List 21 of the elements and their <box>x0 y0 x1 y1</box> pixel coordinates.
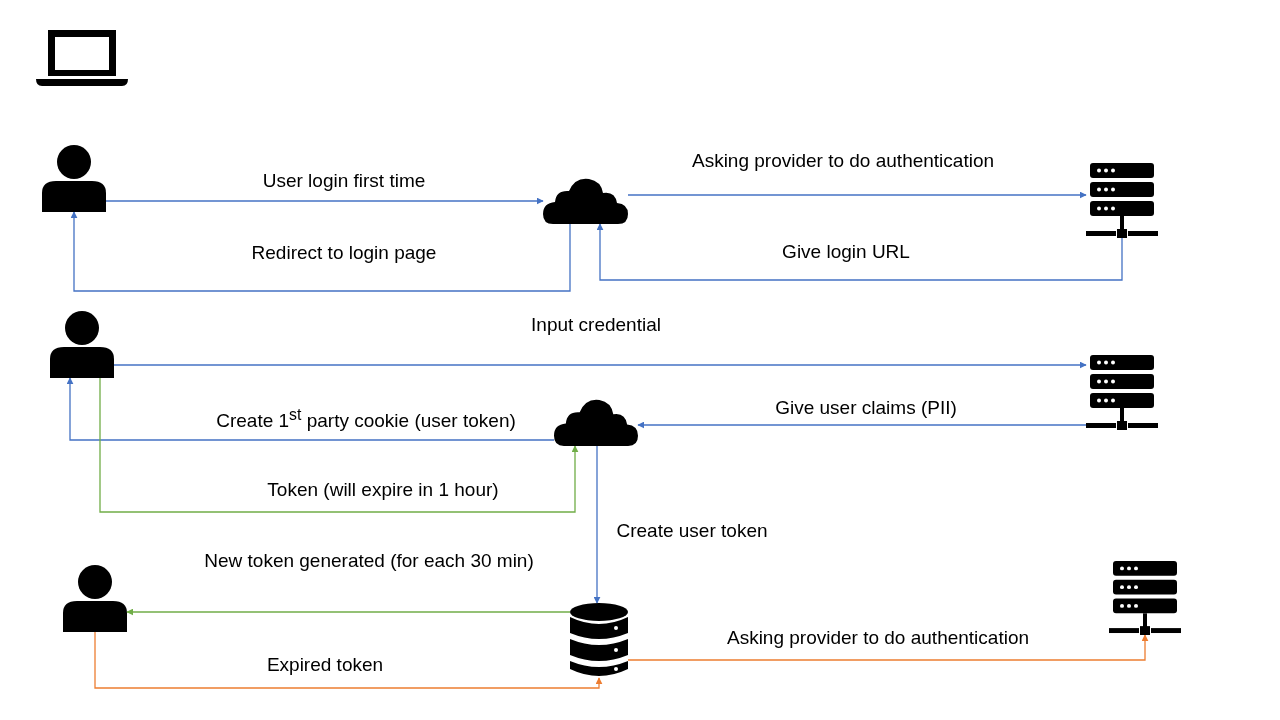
arrow <box>637 421 1087 429</box>
server-icon <box>1086 355 1158 430</box>
arrow <box>627 191 1087 199</box>
arrow <box>113 361 1087 369</box>
server-icon <box>1086 163 1158 238</box>
arrow <box>105 197 544 205</box>
arrow <box>627 634 1149 661</box>
arrow <box>593 445 601 604</box>
arrow <box>126 608 571 616</box>
arrow <box>596 223 1123 281</box>
person-icon <box>50 311 114 378</box>
person-icon <box>63 565 127 632</box>
server-icon <box>1109 561 1181 635</box>
database-icon <box>570 603 628 678</box>
arrow <box>99 377 579 513</box>
person-icon <box>42 145 106 212</box>
cloud-icon <box>543 177 628 224</box>
arrow <box>94 631 603 689</box>
cloud-icon <box>554 398 638 446</box>
arrow <box>70 211 571 292</box>
arrow <box>66 377 555 441</box>
